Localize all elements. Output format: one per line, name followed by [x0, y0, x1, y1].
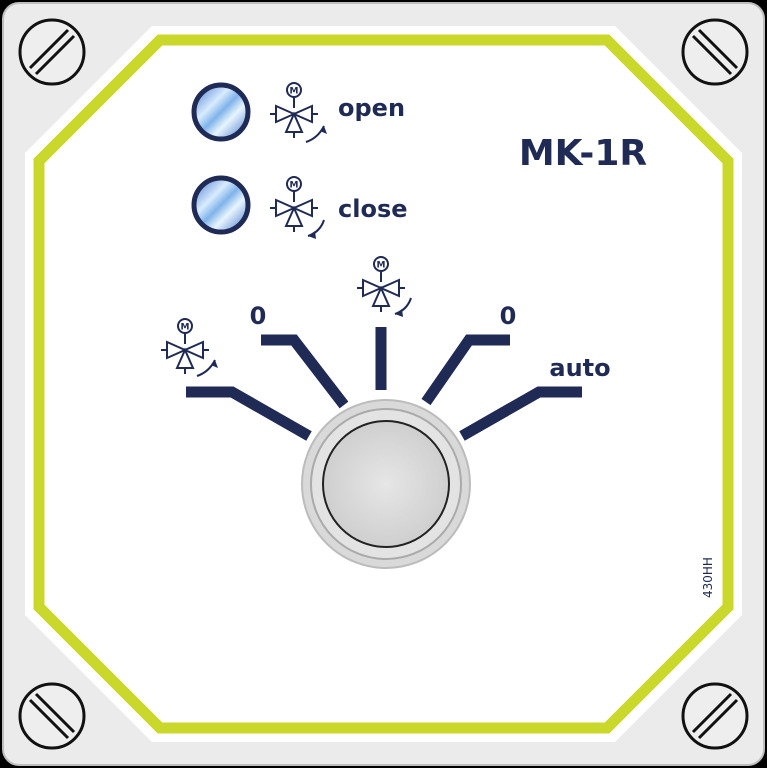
- selector-knob[interactable]: [301, 399, 471, 569]
- serial-number: 430HH: [701, 557, 715, 598]
- indicator-lamp-open: [191, 82, 251, 142]
- switch-position-close: [356, 256, 412, 390]
- valve-motor-open-icon: [160, 318, 218, 377]
- indicator-open: open: [191, 82, 405, 143]
- screw-top-right-icon: [681, 18, 749, 86]
- switch-line-open: [186, 386, 312, 441]
- switch-positions: 0 0 auto: [160, 256, 611, 441]
- switch-line-off-left: [261, 334, 349, 409]
- valve-motor-open-icon: [269, 82, 327, 143]
- switch-label-off-right: 0: [500, 302, 517, 330]
- indicator-close: close: [191, 175, 408, 239]
- valve-motor-close-icon: [269, 176, 325, 239]
- switch-position-auto: auto: [459, 354, 611, 441]
- switch-position-open: [160, 318, 312, 441]
- valve-motor-close-icon: [356, 256, 412, 317]
- screw-bottom-right-icon: [681, 682, 749, 750]
- screw-bottom-left-icon: [18, 682, 86, 750]
- switch-position-off-left: 0: [250, 302, 349, 409]
- switch-label-off-left: 0: [250, 302, 267, 330]
- switch-line-off-right: [421, 334, 510, 406]
- screw-top-left-icon: [18, 18, 86, 86]
- indicator-label-open: open: [338, 94, 405, 122]
- switch-line-auto: [459, 386, 582, 441]
- green-frame: [33, 34, 734, 734]
- indicator-label-close: close: [338, 195, 408, 223]
- switch-label-auto: auto: [549, 354, 610, 382]
- switch-position-off-right: 0: [421, 302, 517, 406]
- indicator-lamp-close: [191, 175, 251, 235]
- model-label: MK-1R: [519, 133, 647, 174]
